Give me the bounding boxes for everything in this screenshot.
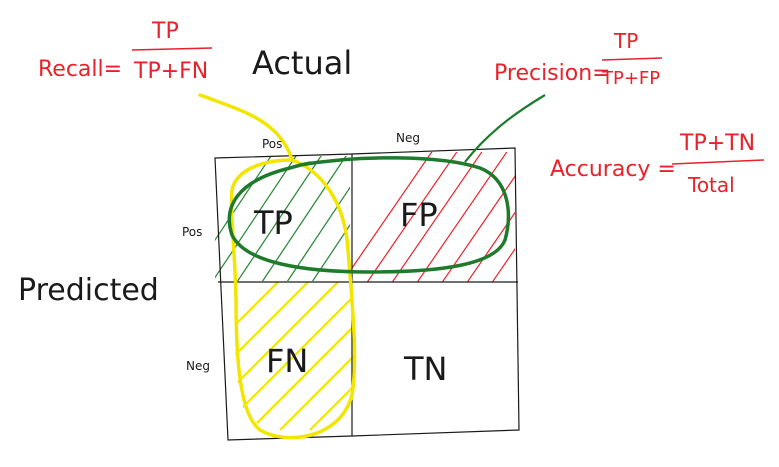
accuracy-fraction-bar [671, 159, 765, 165]
col-neg-label: Neg [396, 131, 420, 145]
cell-fn: FN [266, 342, 308, 380]
fn-hatching [235, 282, 355, 431]
precision-denominator: TP+FP [601, 68, 660, 89]
recall-denominator: TP+FN [133, 59, 208, 84]
precision-loop [227, 156, 511, 274]
col-pos-label: Pos [262, 137, 282, 151]
actual-axis-label: Actual [252, 44, 352, 82]
row-pos-label: Pos [182, 225, 202, 239]
accuracy-numerator: TP+TN [679, 131, 755, 156]
precision-numerator: TP [613, 29, 638, 53]
precision-leader [464, 94, 546, 163]
cell-tn: TN [403, 350, 447, 388]
recall-loop [198, 93, 357, 440]
recall-label: Recall= [38, 57, 122, 82]
predicted-axis-label: Predicted [18, 273, 159, 308]
cell-tp: TP [253, 204, 293, 242]
row-neg-label: Neg [186, 359, 210, 373]
accuracy-label: Accuracy = [550, 157, 676, 182]
tp-hatching [215, 156, 350, 281]
recall-numerator: TP [151, 19, 179, 44]
precision-fraction-bar [601, 57, 663, 61]
precision-label: Precision= [494, 61, 611, 86]
recall-leader [199, 93, 211, 100]
recall-fraction-bar [131, 47, 213, 51]
accuracy-denominator: Total [687, 173, 735, 197]
cell-fp: FP [400, 196, 438, 234]
matrix-grid [214, 147, 520, 441]
